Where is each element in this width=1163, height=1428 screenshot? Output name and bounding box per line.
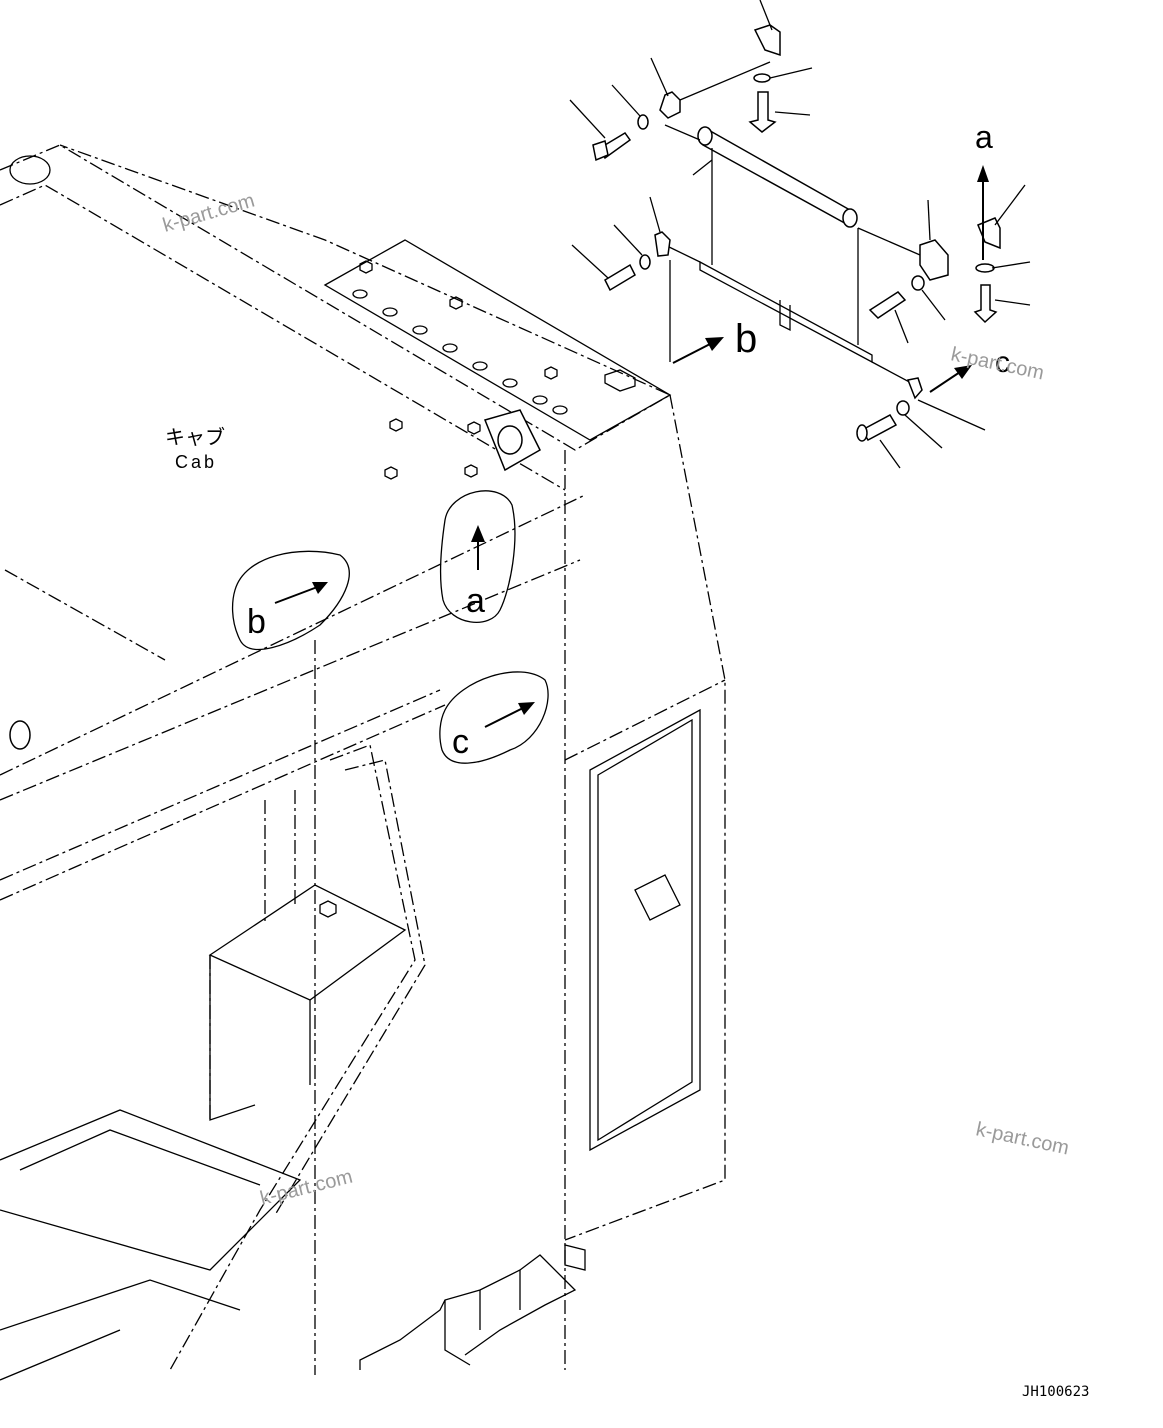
watermark: k-part.com xyxy=(160,190,257,237)
view-c-letter: c xyxy=(452,723,469,761)
detail-c-letter: c xyxy=(995,346,1010,379)
detail-a-letter: a xyxy=(975,119,993,155)
cab-label-jp: キャブ xyxy=(165,425,225,449)
view-callout-c: c xyxy=(439,671,549,764)
view-a-letter: a xyxy=(466,582,485,620)
detail-b-letter: b xyxy=(735,317,757,361)
view-callout-a: a xyxy=(439,490,516,623)
watermark: k-part.com xyxy=(974,1118,1071,1159)
view-callout-b: b xyxy=(231,550,350,651)
watermark: k-part.com xyxy=(258,1166,355,1210)
view-b-letter: b xyxy=(247,603,266,641)
roof-holes xyxy=(319,260,636,1271)
cab-label-en: Cab xyxy=(175,452,217,472)
cab-body xyxy=(0,144,726,1381)
sunshade-assembly xyxy=(569,0,1031,469)
drawing-code: JH100623 xyxy=(1022,1384,1089,1400)
